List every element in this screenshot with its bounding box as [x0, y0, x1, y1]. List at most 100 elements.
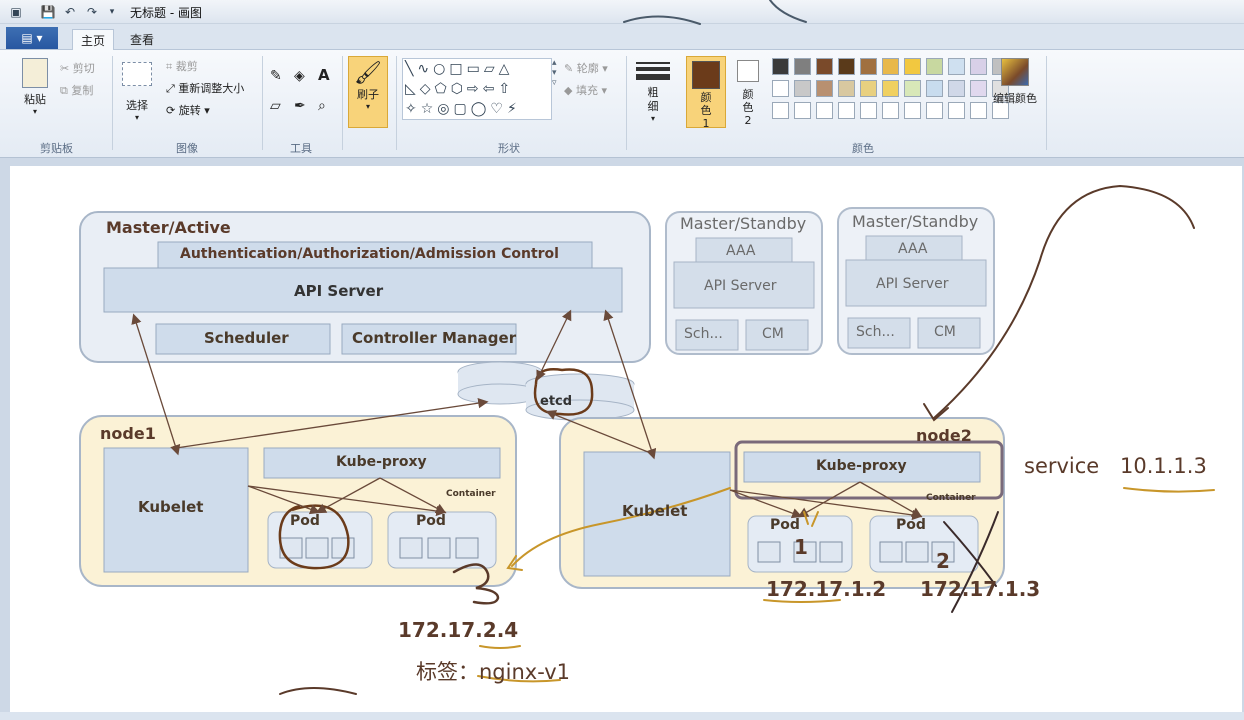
copy-label: 复制 — [71, 84, 94, 97]
palette-swatch[interactable] — [816, 58, 833, 75]
palette-swatch[interactable] — [860, 58, 877, 75]
palette-swatch[interactable] — [772, 80, 789, 97]
palette-swatch[interactable] — [970, 58, 987, 75]
standby2-sch-box — [847, 317, 911, 349]
rotate-button[interactable]: ⟳ 旋转 ▾ — [166, 104, 210, 117]
api-server-label: API Server — [294, 282, 384, 300]
palette-swatch[interactable] — [838, 80, 855, 97]
copy-button[interactable]: ⧉ 复制 — [60, 84, 94, 97]
status-bar — [0, 712, 1244, 720]
ribbon: 粘贴 ▾ ✂ 剪切 ⧉ 复制 剪贴板 选择 ▾ ⌗ 裁剪 ⤢ 重新调整大小 ⟳ … — [0, 50, 1244, 158]
shapes-gallery[interactable]: ╲∿○□▭▱△◺◇⬠⬡⇨⇦⇧✧☆◎▢◯♡⚡ — [402, 58, 552, 120]
palette-swatch[interactable] — [772, 58, 789, 75]
edit-colors-button[interactable]: 编辑颜色 — [990, 58, 1040, 106]
fill-button[interactable]: ◆ 填充 ▾ — [564, 84, 607, 97]
palette-swatch-empty[interactable] — [904, 102, 921, 119]
palette-swatch[interactable] — [926, 80, 943, 97]
node1-pod2-label: Pod — [416, 513, 446, 529]
title-bar: ▣ 💾 ↶ ↷ ▾ 无标题 - 画图 — [0, 0, 1244, 24]
paste-button[interactable]: 粘贴 ▾ — [18, 58, 52, 116]
magnifier-icon[interactable]: ⌕ — [318, 98, 326, 114]
save-icon[interactable]: 💾 — [40, 5, 56, 19]
size-label: 粗细 — [647, 86, 659, 113]
palette-swatch[interactable] — [904, 80, 921, 97]
select-button[interactable]: 选择 ▾ — [120, 62, 154, 122]
size-dropdown-icon: ▾ — [650, 114, 655, 123]
standby1-sch-box — [675, 319, 739, 351]
scheduler-label: Scheduler — [204, 329, 289, 347]
color-picker-icon[interactable]: ✒ — [294, 98, 306, 114]
ribbon-tabs: ▤ ▾ 主页 查看 — [0, 24, 1244, 51]
scheduler-box — [155, 323, 331, 355]
resize-button[interactable]: ⤢ 重新调整大小 — [166, 82, 245, 95]
palette-swatch[interactable] — [904, 58, 921, 75]
size-button[interactable]: 粗细 ▾ — [636, 60, 670, 123]
palette-swatch-empty[interactable] — [772, 102, 789, 119]
tab-view[interactable]: 查看 — [130, 33, 155, 47]
master-active-title: Master/Active — [106, 218, 231, 237]
color2-button[interactable]: 颜色 2 — [732, 60, 764, 127]
standby2-cm-label: CM — [934, 324, 956, 340]
customize-dropdown-icon[interactable]: ▾ — [109, 7, 115, 17]
cut-button[interactable]: ✂ 剪切 — [60, 62, 95, 75]
size-line-icon — [636, 74, 670, 80]
palette-swatch[interactable] — [926, 58, 943, 75]
brushes-dropdown-icon: ▾ — [365, 102, 370, 111]
node1-kubelet-box — [103, 447, 249, 573]
fill-bucket-icon[interactable]: ◈ — [294, 68, 305, 84]
palette-swatch[interactable] — [882, 80, 899, 97]
shapes-scroll-icon[interactable]: ▴▾▿ — [552, 58, 557, 88]
palette-swatch[interactable] — [794, 58, 811, 75]
color2-label: 颜色 2 — [742, 88, 754, 127]
node2-kube-proxy-box — [743, 451, 981, 483]
paint-app-icon[interactable]: ▣ — [10, 5, 22, 19]
palette-swatch[interactable] — [860, 80, 877, 97]
standby1-api-box — [673, 261, 815, 309]
palette-swatch[interactable] — [970, 80, 987, 97]
pod1-number-annotation: 1 — [794, 535, 808, 559]
color1-button[interactable]: 颜色 1 — [686, 56, 726, 130]
palette-swatch-empty[interactable] — [992, 102, 1009, 119]
standby1-aaa-label: AAA — [726, 243, 756, 259]
palette-swatch-empty[interactable] — [882, 102, 899, 119]
palette-swatch[interactable] — [838, 58, 855, 75]
node2-pod1-label: Pod — [770, 517, 800, 533]
node1-kubelet-label: Kubelet — [138, 498, 204, 516]
palette-swatch-empty[interactable] — [970, 102, 987, 119]
palette-swatch-empty[interactable] — [816, 102, 833, 119]
outline-button[interactable]: ✎ 轮廓 ▾ — [564, 62, 608, 75]
node1-title: node1 — [100, 424, 156, 443]
palette-swatch[interactable] — [948, 80, 965, 97]
palette-swatch-empty[interactable] — [794, 102, 811, 119]
undo-icon[interactable]: ↶ — [64, 5, 76, 19]
palette-swatch[interactable] — [794, 80, 811, 97]
palette-swatch-empty[interactable] — [948, 102, 965, 119]
standby1-title: Master/Standby — [680, 214, 807, 233]
text-tool-icon[interactable]: A — [318, 66, 330, 84]
pencil-icon[interactable]: ✎ — [270, 68, 282, 84]
palette-swatch-empty[interactable] — [926, 102, 943, 119]
tab-home[interactable]: 主页 — [72, 29, 115, 51]
node1-pod-ip-annotation: 172.17.2.4 — [398, 618, 519, 642]
eraser-icon[interactable]: ▱ — [270, 98, 281, 114]
brushes-button[interactable]: 🖌 刷子 ▾ — [348, 56, 388, 128]
node2-title: node2 — [916, 426, 972, 445]
group-divider — [342, 56, 343, 150]
palette-swatch-empty[interactable] — [860, 102, 877, 119]
colors-group-label: 颜色 — [852, 142, 874, 155]
standby1-sch-label: Sch... — [684, 326, 723, 342]
shapes-group-label: 形状 — [498, 142, 520, 155]
palette-swatch[interactable] — [948, 58, 965, 75]
standby2-title: Master/Standby — [852, 212, 979, 231]
group-divider — [1046, 56, 1047, 150]
node1-kube-proxy-box — [263, 447, 501, 479]
palette-swatch[interactable] — [816, 80, 833, 97]
etcd-label: etcd — [540, 394, 573, 409]
palette-swatch[interactable] — [882, 58, 899, 75]
crop-button[interactable]: ⌗ 裁剪 — [166, 60, 198, 73]
standby2-cm-box — [917, 317, 981, 349]
standby2-sch-label: Sch... — [856, 324, 895, 340]
redo-icon[interactable]: ↷ — [86, 5, 98, 19]
file-menu-button[interactable]: ▤ ▾ — [6, 27, 58, 49]
palette-swatch-empty[interactable] — [838, 102, 855, 119]
